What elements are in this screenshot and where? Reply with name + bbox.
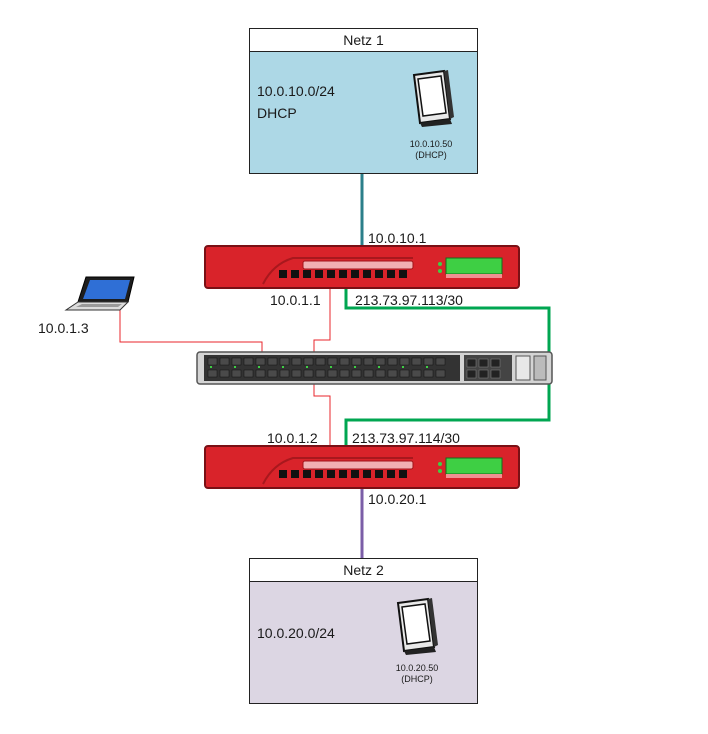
network-1-subnet: 10.0.10.0/24 — [257, 83, 335, 99]
firewall-2-device — [204, 445, 520, 489]
network-1-title: Netz 1 — [250, 29, 477, 52]
firewall-1-lan-ip: 10.0.10.1 — [368, 230, 427, 246]
network-2-host-mode: (DHCP) — [401, 674, 433, 684]
monitor-icon — [412, 69, 454, 127]
firewall-1-wan-ip: 213.73.97.113/30 — [355, 292, 463, 308]
link-firewall1-switch — [313, 276, 331, 362]
network-2-subnet: 10.0.20.0/24 — [257, 625, 335, 641]
network-2-title: Netz 2 — [250, 559, 477, 582]
network-1-box: Netz 1 10.0.10.0/24 DHCP 10.0.10.50 (DHC… — [249, 28, 478, 174]
laptop-ip: 10.0.1.3 — [38, 320, 89, 336]
network-2-box: Netz 2 10.0.20.0/24 10.0.20.50 (DHCP) — [249, 558, 478, 704]
laptop-icon — [64, 276, 135, 311]
firewall-2-mgmt-ip: 10.0.1.2 — [267, 430, 318, 446]
network-1-host-ip: 10.0.10.50 — [409, 139, 453, 149]
network-1-host-mode: (DHCP) — [415, 150, 447, 160]
firewall-2-wan-ip: 213.73.97.114/30 — [352, 430, 460, 446]
switch-icon — [196, 351, 553, 385]
network-2-host-ip: 10.0.20.50 — [395, 663, 439, 673]
firewall-2-lan-ip: 10.0.20.1 — [368, 491, 427, 507]
firewall-1-device — [204, 245, 520, 289]
link-switch-firewall2 — [313, 384, 331, 470]
firewall-1-mgmt-ip: 10.0.1.1 — [270, 292, 321, 308]
network-1-mode: DHCP — [257, 105, 297, 121]
monitor-icon — [396, 597, 438, 655]
